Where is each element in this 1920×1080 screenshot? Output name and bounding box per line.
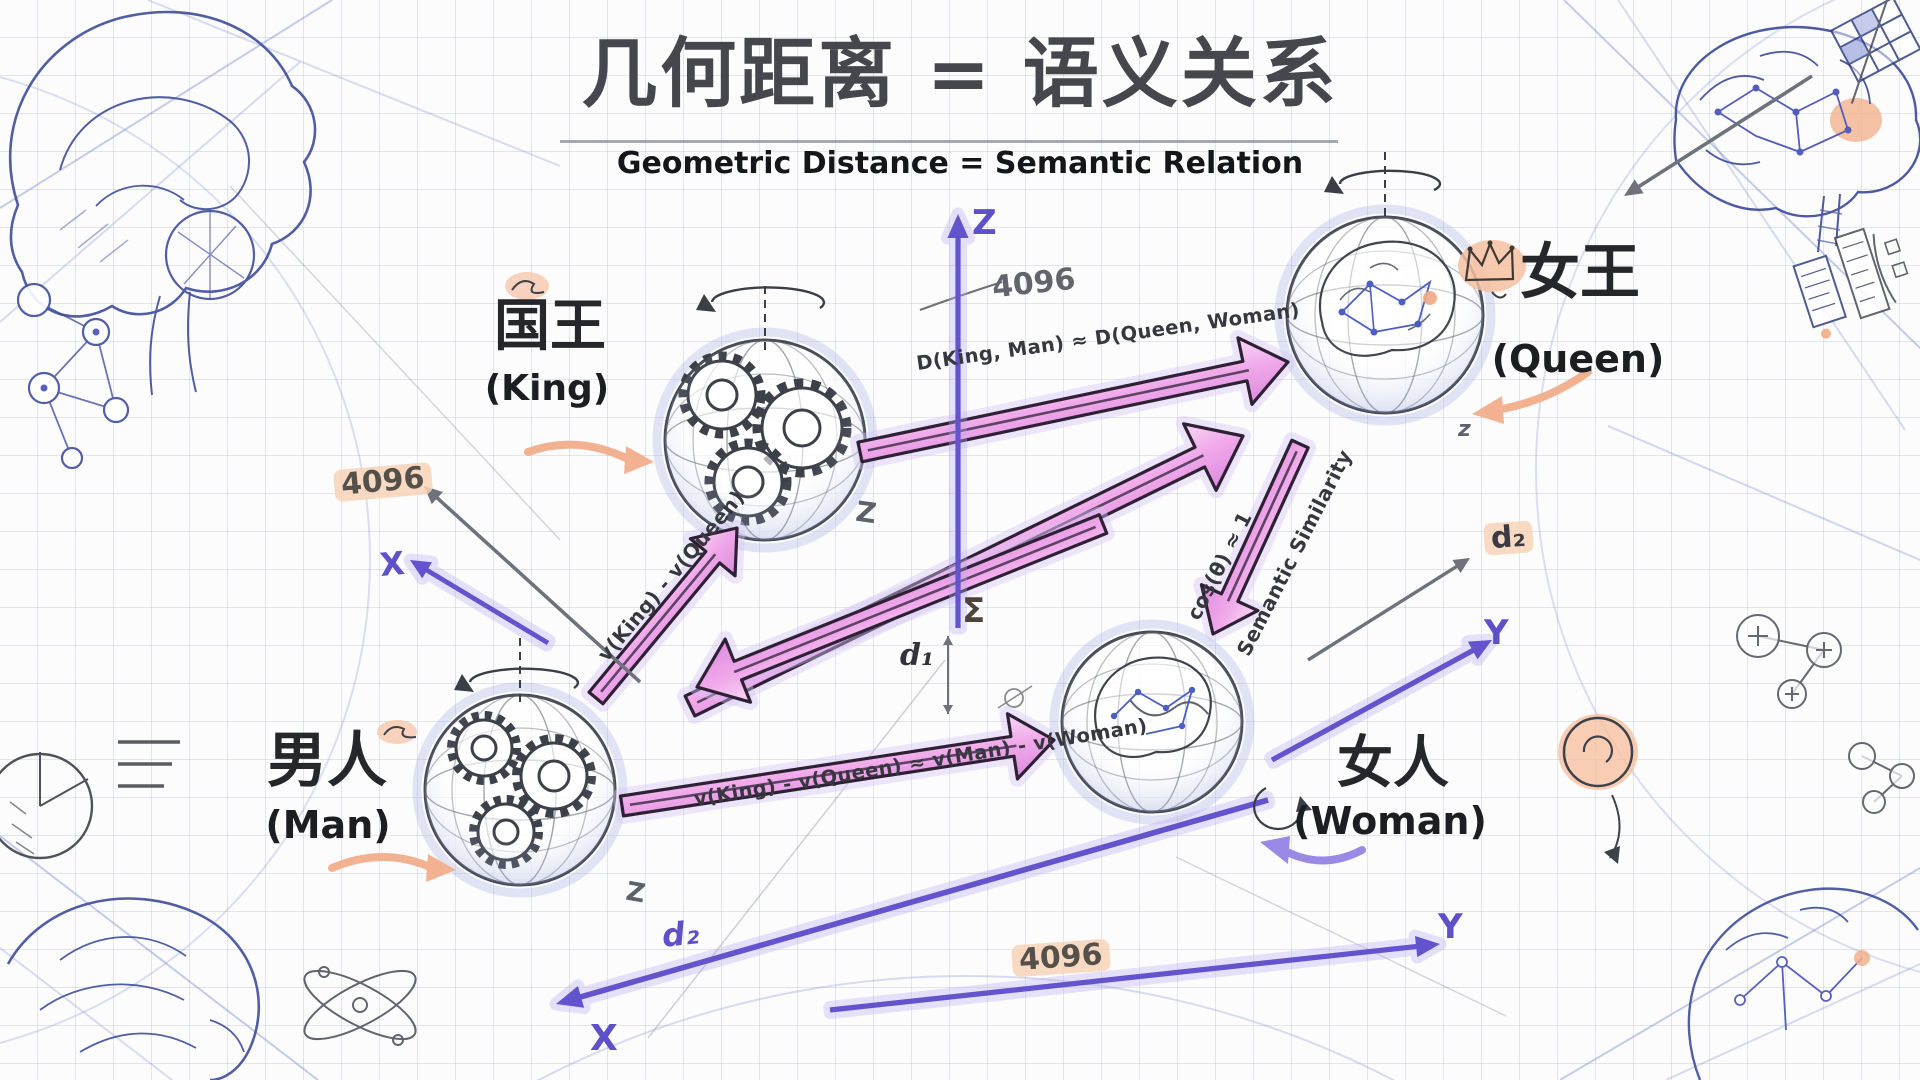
page-subtitle: Geometric Distance = Semantic Relation — [616, 146, 1304, 181]
list-bars-sketch — [118, 740, 180, 788]
arrow-d1-down — [943, 636, 953, 714]
axis-x-upper-arrow — [403, 553, 556, 652]
axis-y-lower-arrow — [823, 929, 1447, 1020]
z-mark-queen: z — [1458, 417, 1471, 442]
arrow-brain-pointer-right — [1623, 74, 1813, 197]
man-pointer-arrow — [328, 853, 456, 882]
pen-doodle-king — [505, 272, 549, 300]
label-king-en: (King) — [484, 368, 610, 409]
brain-sketch-top-left — [8, 10, 317, 396]
king-pointer-arrow — [524, 440, 654, 474]
brain-highlight-patch — [1830, 98, 1882, 142]
page-title: 几何距离 = 语义关系 — [581, 29, 1339, 118]
arrow-d2-right — [1307, 557, 1471, 662]
label-man-zh: 男人 — [267, 726, 387, 796]
d2-right-label: d₂ — [1482, 519, 1534, 556]
label-king-zh: 国王 — [494, 294, 606, 359]
sphere-man — [412, 682, 628, 898]
spiral-doodle — [1558, 714, 1638, 864]
axis-x-upper-label: X — [378, 544, 407, 585]
z-mark-king: Z — [853, 494, 879, 531]
queen-pointer-arrow — [1472, 368, 1592, 424]
axis-x-lower-label: X — [590, 1018, 618, 1059]
rotation-arrow-queen — [1324, 152, 1442, 218]
dim-lower-label: 4096 — [1011, 937, 1111, 978]
label-man-en: (Man) — [265, 803, 391, 847]
rotation-arrow-king — [696, 286, 826, 352]
brain-sketch-bottom-left — [6, 897, 261, 1080]
arrow-queen-to-woman — [1193, 432, 1317, 642]
angle-doodle — [997, 685, 1033, 709]
pie-chart-sketch — [0, 752, 94, 860]
axis-z-arrow — [940, 207, 976, 635]
sphere-king — [652, 327, 878, 553]
label-queen-en: (Queen) — [1491, 337, 1665, 381]
arrow-long-down-left — [688, 506, 1115, 711]
arrow-man-to-woman — [612, 705, 1063, 824]
arrows-layer — [403, 74, 1813, 1020]
crown-icon — [1458, 240, 1526, 299]
arrow-dim-left — [424, 486, 642, 684]
d2-lower-label: d₂ — [660, 913, 701, 955]
sphere-woman — [1049, 619, 1255, 825]
atom-sketch — [303, 966, 417, 1046]
axis-z-label: Z — [972, 203, 997, 243]
node-doodles-right — [1736, 614, 1915, 814]
sphere-queen — [1274, 204, 1496, 426]
label-queen-zh: 女王 — [1520, 238, 1640, 308]
axis-y-lower-label: Y — [1438, 907, 1463, 947]
axis-x-lower-arrow — [549, 790, 1276, 1015]
rotation-arrow-man — [454, 638, 580, 704]
axis-y-right-label: Y — [1484, 613, 1509, 653]
title-underline — [560, 140, 1338, 143]
rotation-arrow-woman — [1253, 787, 1312, 831]
table-chart-sketch — [1829, 0, 1920, 104]
dim-top-label: 4096 — [990, 261, 1078, 306]
d1-label: d₁ — [900, 638, 935, 673]
arrow-man-to-king — [581, 520, 745, 712]
brain-sketch-top-right — [1673, 25, 1920, 253]
dim-left-label: 4096 — [332, 460, 433, 503]
sigma-label: Σ — [962, 591, 986, 631]
woman-pointer-arrow — [1260, 836, 1366, 865]
axis-y-right-arrow — [1264, 633, 1499, 769]
label-woman-zh: 女人 — [1337, 731, 1449, 796]
documents-sketch — [1792, 227, 1909, 339]
arrow-king-to-queen — [849, 329, 1296, 470]
brain-sketch-bottom-right — [1687, 887, 1919, 1080]
network-graph-sketch-left — [16, 282, 130, 470]
pen-doodle-man — [377, 720, 417, 744]
label-woman-en: (Woman) — [1293, 799, 1487, 843]
